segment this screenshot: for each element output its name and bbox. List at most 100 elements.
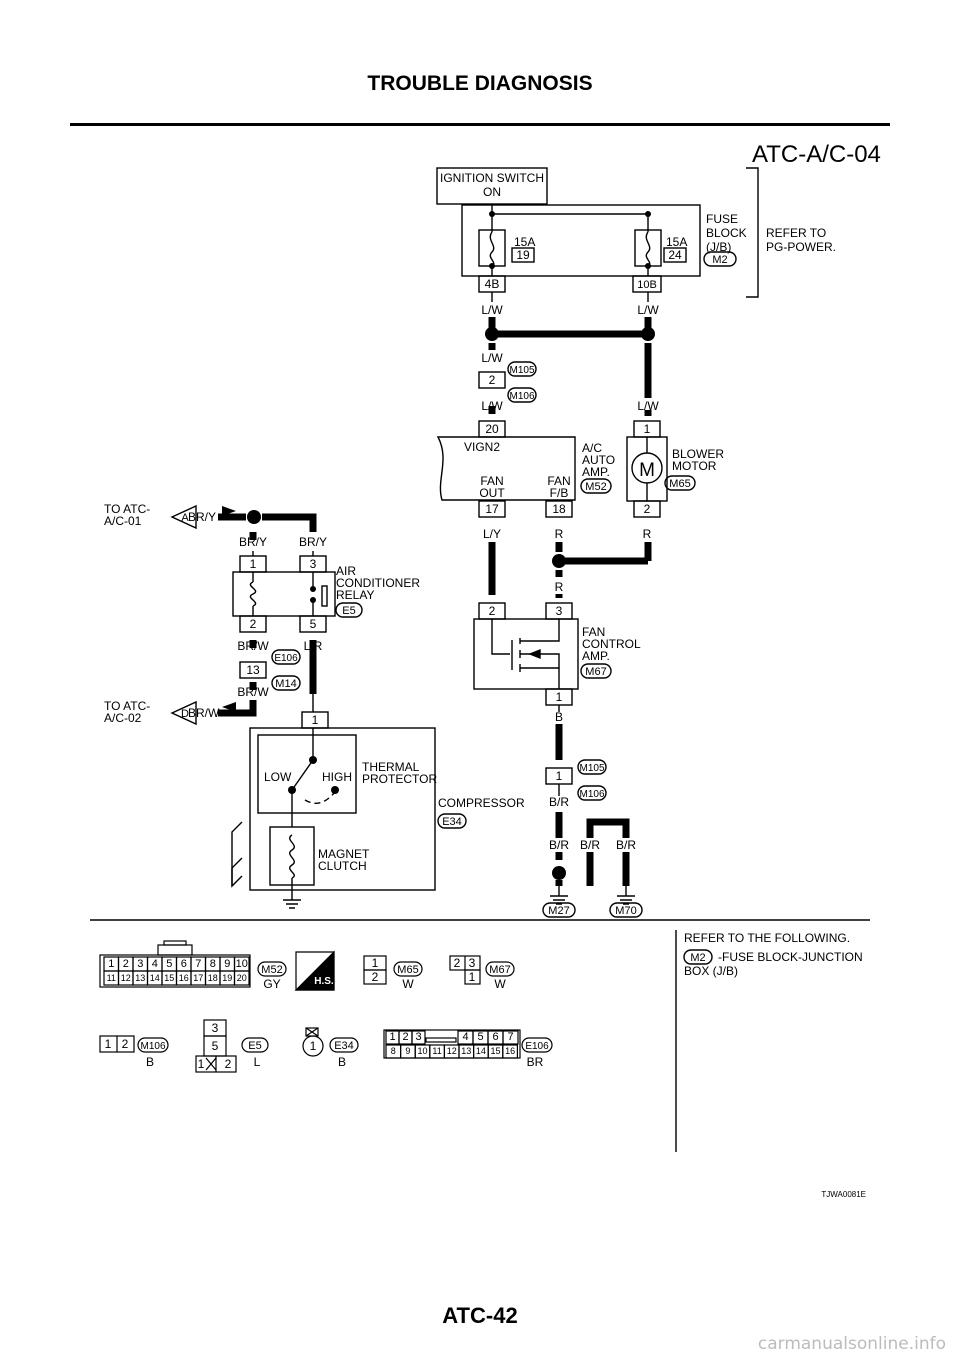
e34-legend-name: E34 xyxy=(334,1040,354,1052)
relay-label-3: RELAY xyxy=(336,588,374,602)
joint-terminal-label: 2 xyxy=(489,373,496,387)
wire-color-br: B/R xyxy=(580,838,600,852)
fuse-right-number-box xyxy=(663,247,687,263)
e106-pin-label: 1 xyxy=(389,1031,395,1043)
fan-control-connector: M67 xyxy=(585,666,606,678)
motor-symbol-label: M xyxy=(639,460,655,481)
fuse-block-connector-label: M2 xyxy=(712,254,727,266)
connector-tag-e34 xyxy=(437,813,467,829)
fuse-right-amp: 15A xyxy=(666,235,687,249)
wire-color-lr: L/R xyxy=(304,639,323,653)
e106-legend-color: BR xyxy=(527,1055,544,1069)
m52-legend-color: GY xyxy=(263,977,280,991)
refer-m2-text-2: BOX (J/B) xyxy=(684,964,738,978)
compressor-label: COMPRESSOR xyxy=(438,796,525,810)
e106-pin-label: 15 xyxy=(490,1046,500,1056)
connector-m105-b-label: M105 xyxy=(579,763,604,774)
e106-pin-label: 9 xyxy=(405,1046,410,1056)
fan-out-1: FAN xyxy=(480,474,503,488)
m65-tag xyxy=(393,961,423,977)
vign-label: VIGN2 xyxy=(464,440,500,454)
e5-legend-tag xyxy=(241,1037,269,1053)
m106-pin-1: 1 xyxy=(105,1037,112,1051)
relay-pin-2-label: 2 xyxy=(250,617,257,631)
m52-pin-label: 2 xyxy=(123,958,129,970)
joint-pin-1-label: 1 xyxy=(556,769,563,783)
e106-pin-label: 10 xyxy=(417,1046,427,1056)
m52-pin-label: 17 xyxy=(193,973,203,983)
connector-m105-label: M105 xyxy=(509,365,534,376)
connector-tag-m52 xyxy=(580,478,612,494)
flag-a-label: A xyxy=(181,512,189,524)
m65-pin-1: 1 xyxy=(372,956,379,970)
e34-legend-color: B xyxy=(338,1055,346,1069)
connector-pin-13 xyxy=(239,661,267,679)
m67-pin-2: 2 xyxy=(454,956,461,970)
m52-cell xyxy=(233,970,250,986)
title-divider xyxy=(70,123,890,126)
fuse-left-element xyxy=(489,231,495,267)
m106-legend-color: B xyxy=(146,1055,154,1069)
ac-auto-amp-box xyxy=(436,436,576,501)
refer-bracket xyxy=(746,167,759,298)
connector-tag-m105-b xyxy=(577,759,607,775)
e5-pin-1: 1 xyxy=(198,1057,205,1071)
connector-m106-label: M106 xyxy=(509,391,534,402)
wire-color-r: R xyxy=(555,580,564,594)
refer-label-1: REFER TO xyxy=(766,226,826,240)
relay-contact xyxy=(321,585,328,607)
fan-control-pin-2-label: 2 xyxy=(489,604,496,618)
relay-pin-3-label: 3 xyxy=(310,557,317,571)
blower-pin-2-label: 2 xyxy=(644,502,651,516)
connector-tag-m105 xyxy=(507,361,537,377)
m52-pin-label: 8 xyxy=(210,958,216,970)
fuse-left-number: 19 xyxy=(516,248,530,262)
fan-control-pin-3-label: 3 xyxy=(556,604,563,618)
fan-fb-2: F/B xyxy=(550,486,569,500)
m52-pin-label: 6 xyxy=(181,958,187,970)
m52-pin-label: 4 xyxy=(152,958,158,970)
fan-control-label-2: CONTROL xyxy=(582,637,641,651)
e106-pin-label: 2 xyxy=(402,1031,408,1043)
refer-m2-text-1: -FUSE BLOCK-JUNCTION xyxy=(718,950,863,964)
e5-pin-3: 3 xyxy=(212,1021,219,1035)
magnet-label-2: CLUTCH xyxy=(318,859,367,873)
m52-pin-label: 20 xyxy=(237,973,247,983)
e106-pin-label: 3 xyxy=(415,1031,421,1043)
wire-color-brw: BR/W xyxy=(237,685,269,699)
relay-connector: E5 xyxy=(342,605,355,617)
fan-fb-1: FAN xyxy=(547,474,570,488)
m52-latch xyxy=(157,944,193,956)
compressor-connector: E34 xyxy=(442,816,462,828)
air-conditioner-relay-box xyxy=(232,571,336,617)
m106-pin-2: 2 xyxy=(122,1037,129,1051)
ignition-label-2: ON xyxy=(483,185,501,199)
m52-pin-label: 16 xyxy=(179,973,189,983)
m52-pin-label: 14 xyxy=(150,973,160,983)
pin-vign: 20 xyxy=(485,422,499,436)
e106-legend-tag xyxy=(521,1037,553,1053)
wire-color-br: B/R xyxy=(616,838,636,852)
e5-pin-2: 2 xyxy=(225,1057,232,1071)
splice xyxy=(641,327,655,341)
page-title: TROUBLE DIAGNOSIS xyxy=(367,72,593,95)
connector-tag-m106 xyxy=(507,387,537,403)
to-atc-01-line2: A/C-01 xyxy=(104,514,142,528)
relay-pin-5-label: 5 xyxy=(310,617,317,631)
fuse-left-amp: 15A xyxy=(514,235,535,249)
ac-amp-label-2: AUTO xyxy=(582,453,615,467)
ac-amp-label-1: A/C xyxy=(582,441,602,455)
connector-m106-b-label: M106 xyxy=(579,789,604,800)
relay-pin-1-label: 1 xyxy=(250,557,257,571)
ground-tag-m70 xyxy=(609,902,643,918)
m106-legend-tag xyxy=(137,1037,169,1053)
wire-color-brw: BR/W xyxy=(188,706,220,720)
fuse-right-number: 24 xyxy=(668,248,682,262)
wire-color-lw: L/W xyxy=(481,303,503,317)
e106-pin-label: 5 xyxy=(477,1031,483,1043)
wire-color-bry: BR/Y xyxy=(188,510,216,524)
watermark: carmanualsonline.info xyxy=(757,1334,946,1354)
relay-label-1: AIR xyxy=(336,564,356,578)
thermal-low: LOW xyxy=(264,770,292,784)
